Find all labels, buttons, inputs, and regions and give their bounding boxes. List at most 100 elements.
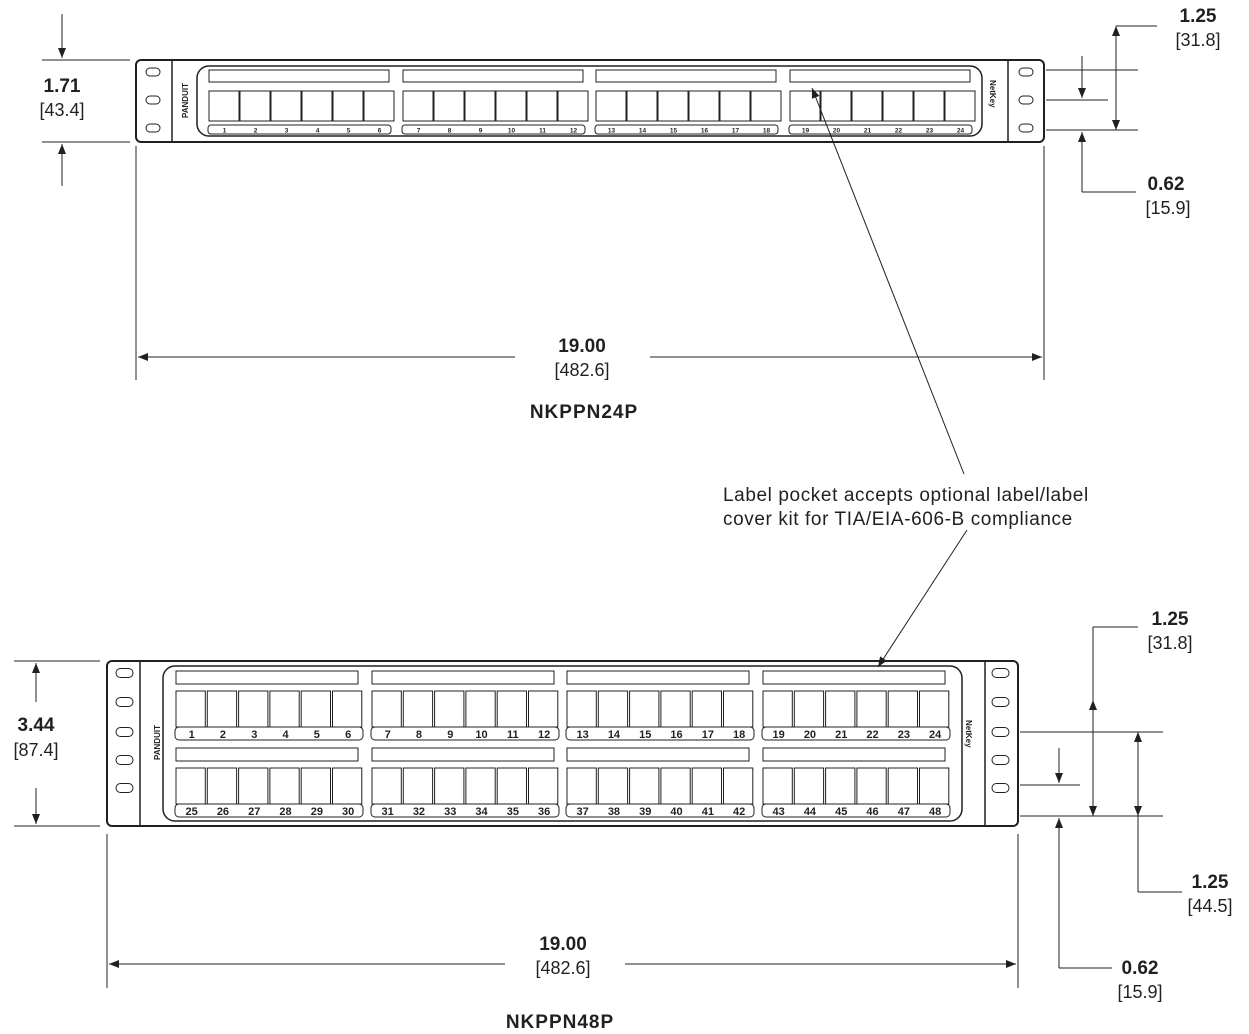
rj45-port (434, 767, 465, 805)
rj45-port (913, 90, 945, 122)
port-number-label: 44 (804, 806, 817, 818)
rj45-port (882, 90, 914, 122)
panel-48-faceplate (106, 660, 1019, 827)
panel-24-brand-right: NetKey (988, 80, 997, 108)
port-number-label: 1 (223, 128, 227, 135)
port-number-label: 3 (251, 729, 257, 741)
rj45-port (300, 690, 332, 728)
rj45-port (175, 690, 206, 728)
port-number-label: 12 (538, 729, 550, 741)
panel-48-port-frame (162, 665, 963, 822)
mounting-slot-icon (1018, 67, 1034, 77)
rj45-port (433, 90, 465, 122)
rj45-port (688, 90, 720, 122)
label-pocket (208, 69, 390, 83)
rj45-port (332, 767, 363, 805)
rj45-port (919, 767, 950, 805)
panel-24-height-dimension (42, 14, 130, 186)
port-number-label: 8 (416, 729, 422, 741)
rj45-port (851, 90, 883, 122)
rj45-port (657, 90, 689, 122)
rj45-port (825, 690, 856, 728)
rj45-port (719, 90, 751, 122)
panel-24-brand-left: PANDUIT (181, 83, 190, 118)
panel-48-width-mm: [482.6] (535, 958, 590, 978)
label-pocket (175, 747, 359, 762)
mounting-slot-icon (991, 668, 1010, 678)
rj45-port (206, 767, 238, 805)
port-number-label: 21 (835, 729, 847, 741)
rj45-port (206, 690, 238, 728)
rj45-port (660, 767, 691, 805)
port-number-label: 22 (866, 729, 878, 741)
mounting-slot-icon (115, 697, 134, 707)
port-number-label: 9 (479, 128, 483, 135)
rj45-port (597, 767, 629, 805)
rj45-port (495, 90, 527, 122)
callout-line-1: Label pocket accepts optional label/labe… (723, 485, 1089, 506)
panel-48-hole-offset-mm: [15.9] (1117, 982, 1162, 1002)
port-number-label: 23 (898, 729, 910, 741)
rj45-port (789, 90, 821, 122)
mounting-slot-icon (1018, 95, 1034, 105)
port-number-label: 14 (608, 729, 621, 741)
rj45-port (944, 90, 976, 122)
port-number-label: 6 (345, 729, 351, 741)
panel-24-port-frame (196, 65, 983, 137)
panel-24-faceplate (135, 59, 1045, 143)
port-number-label: 18 (733, 729, 745, 741)
panel-48-model-label: NKPPN48P (506, 1012, 614, 1033)
port-number-label: 19 (773, 729, 785, 741)
mounting-slot-icon (115, 783, 134, 793)
mounting-slot-icon (991, 783, 1010, 793)
port-number-label: 31 (382, 806, 394, 818)
rj45-port (597, 690, 629, 728)
port-number-label: 6 (378, 128, 382, 135)
port-number-label: 19 (802, 128, 810, 135)
port-number-strip (370, 726, 560, 741)
label-pocket (595, 69, 777, 83)
mounting-slot-icon (991, 755, 1010, 765)
rj45-port (301, 90, 333, 122)
port-number-label: 39 (639, 806, 651, 818)
panel-24-hole-offset-in: 0.62 (1148, 174, 1185, 195)
port-number-label: 25 (186, 806, 198, 818)
panel-24-width-dimension (135, 146, 1045, 380)
port-number-label: 2 (254, 128, 258, 135)
rj45-port (691, 767, 723, 805)
port-number-label: 15 (639, 729, 651, 741)
port-number-label: 3 (285, 128, 289, 135)
port-number-label: 11 (507, 729, 519, 741)
rj45-port (239, 90, 271, 122)
port-number-strip (174, 803, 364, 818)
port-number-label: 32 (413, 806, 425, 818)
port-number-label: 10 (475, 729, 487, 741)
rj45-port (723, 767, 754, 805)
rj45-port (793, 767, 825, 805)
rj45-port (750, 90, 782, 122)
rj45-port (528, 690, 559, 728)
port-number-label: 35 (507, 806, 519, 818)
panel-24-hole-dimension (1046, 25, 1157, 193)
port-number-label: 9 (447, 729, 453, 741)
panel-48-hole-offset-in: 0.62 (1122, 958, 1159, 979)
port-number-strip (565, 726, 755, 741)
rj45-port (434, 690, 465, 728)
rj45-port (660, 690, 691, 728)
mounting-slot-icon (115, 727, 134, 737)
port-number-strip (565, 803, 755, 818)
mounting-slot-icon (115, 755, 134, 765)
rj45-port (887, 690, 919, 728)
rj45-port (402, 767, 434, 805)
panel-48-height-dimension (14, 660, 100, 827)
rj45-port (626, 90, 658, 122)
label-pocket (762, 670, 946, 685)
rj45-port (723, 690, 754, 728)
port-number-label: 42 (733, 806, 745, 818)
panel-24-model-label: NKPPN24P (530, 402, 638, 423)
port-number-label: 1 (189, 729, 195, 741)
rj45-port (566, 767, 597, 805)
port-number-label: 27 (248, 806, 260, 818)
port-number-label: 24 (957, 128, 965, 135)
